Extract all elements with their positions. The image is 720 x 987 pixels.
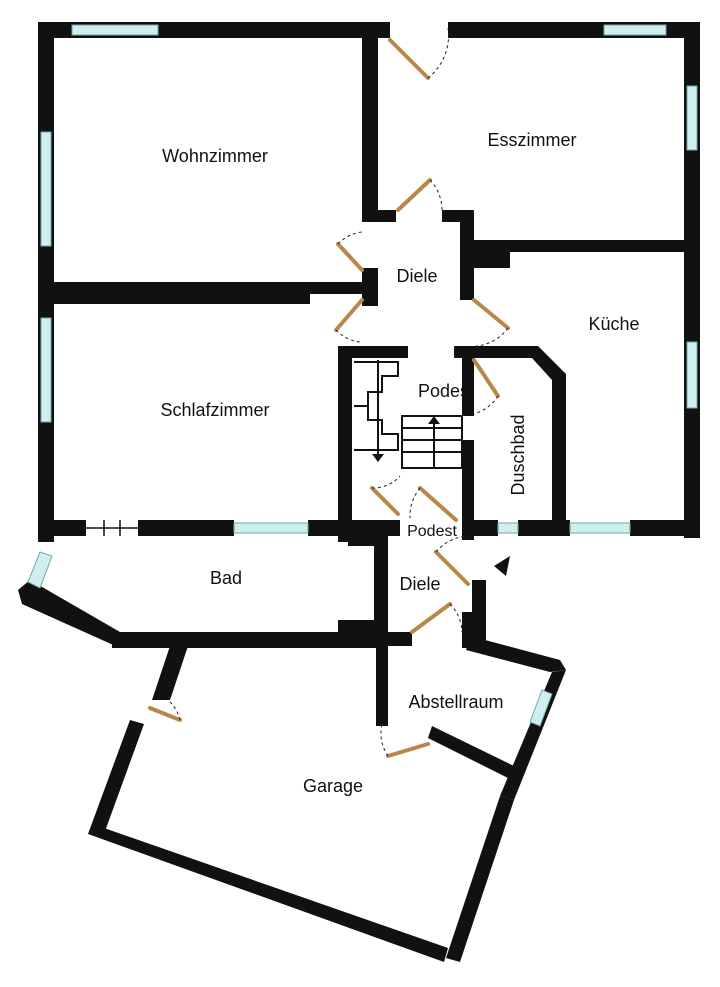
window	[71, 24, 159, 36]
door	[334, 298, 364, 343]
stairs-arrow-icon	[428, 416, 440, 424]
door	[409, 486, 458, 522]
entrance-arrow-icon	[494, 556, 510, 576]
stairs-right	[401, 415, 463, 469]
sliding-door-marker	[86, 520, 138, 536]
window	[686, 341, 698, 409]
door	[410, 602, 463, 634]
door	[434, 535, 471, 586]
stairs-arrow-icon	[372, 454, 384, 462]
room-label-bad: Bad	[210, 568, 242, 588]
door	[396, 178, 443, 213]
room-label-kueche: Küche	[588, 314, 639, 334]
window	[529, 689, 553, 727]
room-label-wohnzimmer: Wohnzimmer	[162, 146, 268, 166]
doors	[148, 27, 510, 758]
door	[370, 475, 401, 516]
window	[40, 131, 52, 247]
window	[497, 522, 519, 534]
window	[27, 551, 53, 589]
door	[148, 701, 182, 722]
window	[569, 522, 631, 534]
room-label-podest-lower: Podest	[407, 523, 457, 540]
room-label-diele-upper: Diele	[396, 266, 437, 286]
door	[472, 298, 510, 347]
door	[472, 358, 500, 415]
walls	[18, 22, 700, 962]
room-label-duschbad: Duschbad	[508, 414, 528, 495]
window	[40, 317, 52, 423]
room-label-diele-lower: Diele	[399, 574, 440, 594]
garage-door	[451, 789, 513, 953]
stairs-left	[354, 360, 399, 462]
room-labels: Wohnzimmer Esszimmer Diele Küche Schlafz…	[160, 130, 639, 796]
door	[380, 723, 430, 758]
window	[603, 24, 667, 36]
door	[388, 27, 450, 80]
room-label-abstellraum: Abstellraum	[408, 692, 503, 712]
room-label-schlafzimmer: Schlafzimmer	[160, 400, 269, 420]
room-label-esszimmer: Esszimmer	[488, 130, 577, 150]
window	[686, 85, 698, 151]
window	[233, 522, 309, 534]
room-label-garage: Garage	[303, 776, 363, 796]
door	[336, 231, 364, 272]
room-label-podest-upper: Podest	[418, 381, 474, 401]
windows	[27, 24, 698, 953]
